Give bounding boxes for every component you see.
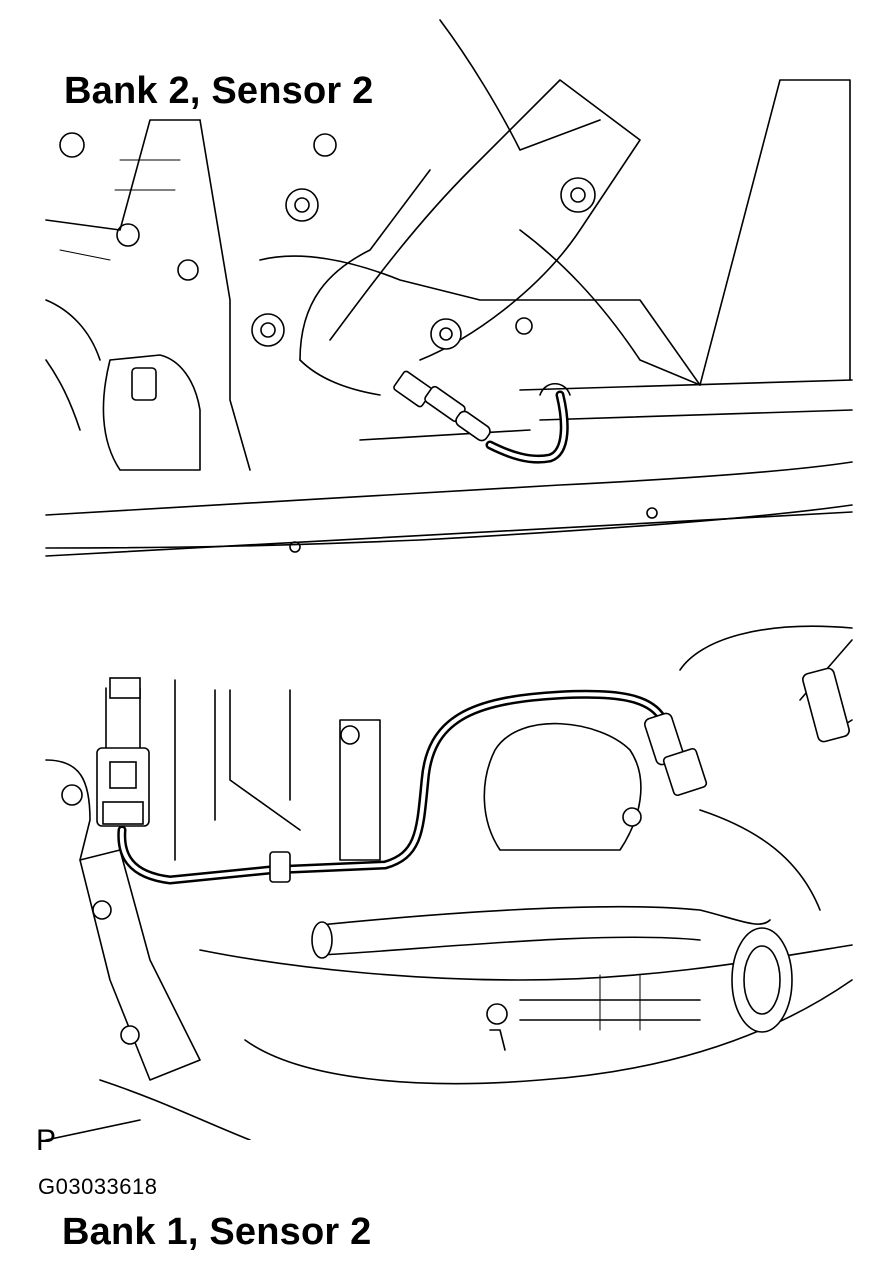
engine-mount [102,354,201,471]
bank2-engine-drawing [45,19,853,557]
bank2-sensor2-illustration: Bank 2, Sensor 2 [0,0,894,580]
exhaust-pipe [319,905,771,926]
bank1-sensor2-title: Bank 1, Sensor 2 [62,1211,372,1253]
figure-marker: P [36,1124,57,1157]
harness-clip [269,851,291,883]
bank1-sensor2-illustration: Bank 1, Sensor 2 [0,580,894,1253]
figure-code: G03033618 [38,1174,158,1199]
frame-rail [45,461,853,516]
bank1-engine-drawing [45,625,853,1140]
exhaust-pipe [329,79,641,361]
left-bracket [79,849,201,1081]
bank2-sensor2-title: Bank 2, Sensor 2 [64,70,374,112]
sensor-harness [117,689,667,885]
